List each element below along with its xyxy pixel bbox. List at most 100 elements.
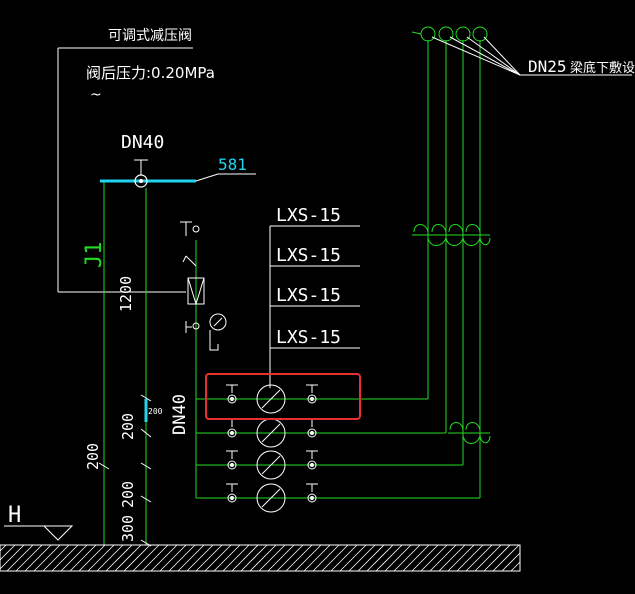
- hatch-line: [447, 544, 475, 572]
- ground-marker-triangle: [42, 525, 74, 541]
- water-meter-4-needle: [261, 488, 281, 508]
- valve-dot: [230, 397, 234, 401]
- dn40-top-label: DN40: [121, 132, 164, 153]
- dim-200-b: 200: [84, 443, 102, 470]
- main-pipes: [103, 180, 197, 545]
- hatch-line: [33, 544, 61, 572]
- tee-dot: [139, 179, 143, 183]
- water-meter-3-needle: [261, 455, 281, 475]
- pipe-turn-3: [455, 26, 471, 42]
- hatch-line: [159, 544, 187, 572]
- pipe-turn-2: [438, 26, 454, 42]
- hatch-line: [42, 544, 70, 572]
- hatch-line: [330, 544, 358, 572]
- hatch-line: [276, 544, 304, 572]
- hatch-line: [303, 544, 331, 572]
- meter-rows: [196, 384, 480, 513]
- hatch-line: [321, 544, 349, 572]
- hatch-line: [114, 544, 142, 572]
- hatch-line: [456, 544, 484, 572]
- hatch-line: [240, 544, 268, 572]
- hatch-line: [69, 544, 97, 572]
- hatch-line: [357, 544, 385, 572]
- gauge-pipe: [209, 330, 219, 351]
- pipe-break-upper: [413, 224, 481, 233]
- hatch-line: [105, 544, 133, 572]
- valve-dot: [310, 463, 314, 467]
- pressure-gauge: [209, 313, 227, 331]
- hatch-line: [6, 544, 34, 572]
- gate-valve-circle: [192, 225, 200, 233]
- dim-tick-2: [140, 428, 152, 438]
- water-meter-1: [256, 384, 286, 414]
- meter-row-3: [226, 450, 318, 480]
- meter-2-valve-left: [227, 428, 237, 438]
- meter-3-valve-right: [307, 460, 317, 470]
- dn25-leaders: [431, 36, 632, 76]
- hatch-line: [375, 544, 403, 572]
- valve-callout: [57, 47, 193, 293]
- hatch-line: [366, 544, 394, 572]
- water-meter-3: [256, 450, 286, 480]
- meter-row-4: [226, 483, 318, 513]
- hatch-line: [24, 544, 52, 572]
- hatch-line: [213, 544, 241, 572]
- hatch-line: [15, 544, 43, 572]
- hatch-line: [123, 544, 151, 572]
- hatch-line: [393, 544, 421, 572]
- meter-4-valve-right: [307, 493, 317, 503]
- meter-2-valve-right: [307, 428, 317, 438]
- check-valve-a: [185, 255, 197, 267]
- prv-diag-2: [195, 277, 205, 305]
- pipe-break-upper-2: [427, 237, 491, 246]
- hatch-line: [312, 544, 340, 572]
- hatch-line: [60, 544, 88, 572]
- dn25-leader-4: [483, 36, 521, 76]
- water-meter-1-needle: [261, 389, 281, 409]
- tilde-mark: ~: [90, 87, 102, 103]
- hatch-line: [510, 561, 521, 572]
- top-header: [100, 159, 256, 188]
- hatch-line: [177, 544, 205, 572]
- hatch-line: [267, 544, 295, 572]
- hatch-line: [51, 544, 79, 572]
- hatch-line: [195, 544, 223, 572]
- leader-581: [195, 173, 219, 182]
- hatch-line: [384, 544, 412, 572]
- dn40-vertical-label: DN40: [170, 394, 190, 435]
- valve-dot: [230, 431, 234, 435]
- dn25-leader-1: [431, 36, 521, 76]
- hatch-line: [429, 544, 457, 572]
- hatch-line: [474, 544, 502, 572]
- highlight-box[interactable]: [205, 373, 361, 420]
- hatch-line: [411, 544, 439, 572]
- dn25-leader-3: [466, 36, 521, 76]
- hatch-line: [0, 544, 7, 552]
- dim-tick-1: [140, 394, 152, 402]
- hatch-line: [402, 544, 430, 572]
- meter-label-2: LXS-15: [276, 245, 341, 266]
- hatch-line: [483, 544, 511, 572]
- hatch-line: [168, 544, 196, 572]
- hatch-line: [150, 544, 178, 572]
- hatch-line: [501, 552, 521, 572]
- prv-diag-1: [187, 277, 197, 305]
- gauge-needle: [213, 317, 223, 327]
- hatch-line: [96, 544, 124, 572]
- dim-300: 300: [119, 515, 137, 542]
- outgoing-pipes: [411, 26, 491, 498]
- hatch-line: [420, 544, 448, 572]
- dim-tick-4: [140, 495, 152, 503]
- check-valve-b: [182, 255, 187, 263]
- pipe-turn-4: [472, 26, 488, 42]
- dim-1200: 1200: [117, 276, 135, 312]
- valve-dot: [230, 496, 234, 500]
- meter-row-1: [226, 384, 318, 414]
- hatch-line: [186, 544, 214, 572]
- water-meter-4: [256, 483, 286, 513]
- dim-200-a: 200: [119, 413, 137, 440]
- hatch-line: [348, 544, 376, 572]
- meter-leaders: [269, 225, 360, 388]
- meter-4-valve-left: [227, 493, 237, 503]
